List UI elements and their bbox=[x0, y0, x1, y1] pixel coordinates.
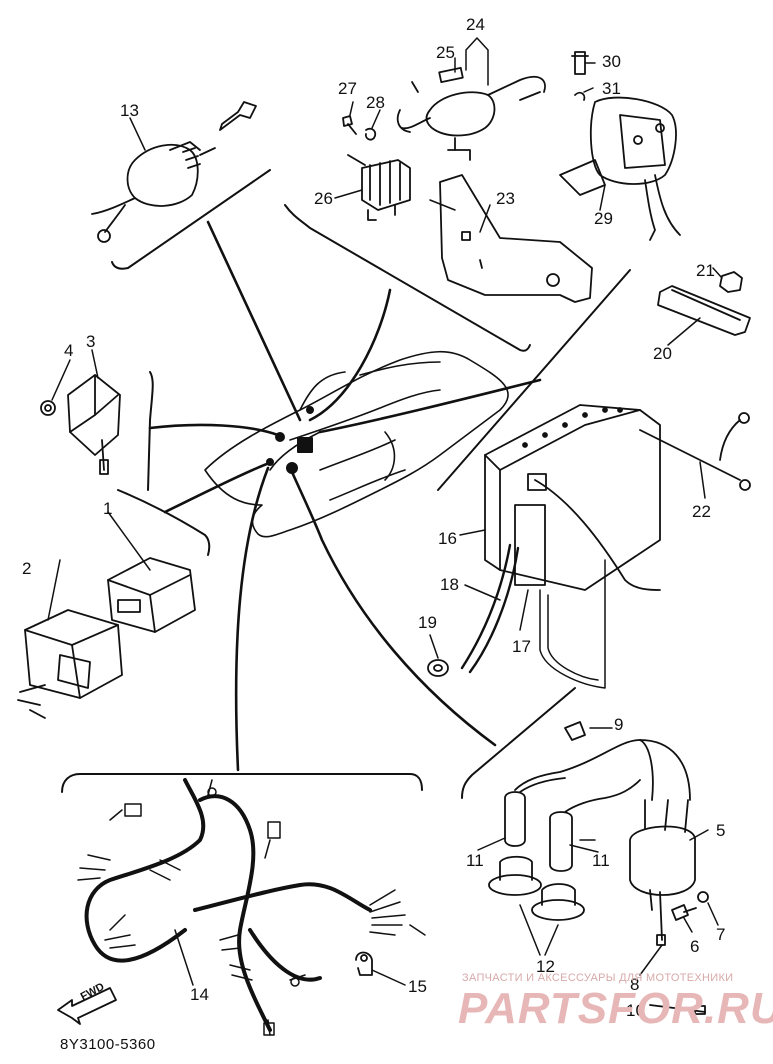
nut-21 bbox=[720, 272, 742, 292]
callout-28: 28 bbox=[366, 93, 385, 112]
callout-31: 31 bbox=[602, 79, 621, 98]
watermark-tagline: ЗАПЧАСТИ И АКСЕССУАРЫ ДЛЯ МОТОТЕХНИКИ bbox=[462, 972, 734, 984]
callout-20: 20 bbox=[653, 344, 672, 363]
forward-arrow-icon bbox=[58, 988, 116, 1024]
battery-holder bbox=[540, 560, 605, 688]
main-switch-13 bbox=[92, 102, 256, 242]
callout-3: 3 bbox=[86, 332, 96, 351]
callout-12: 12 bbox=[536, 957, 555, 976]
leader-24 bbox=[466, 38, 488, 85]
callout-22: 22 bbox=[692, 502, 711, 521]
clamp-15 bbox=[356, 953, 372, 976]
callout-29: 29 bbox=[594, 209, 613, 228]
callout-16: 16 bbox=[438, 529, 457, 548]
regulator-3 bbox=[68, 375, 120, 474]
nut-4 bbox=[41, 401, 55, 415]
battery-lead-22 bbox=[640, 413, 750, 490]
callout-19: 19 bbox=[418, 613, 437, 632]
callout-7: 7 bbox=[716, 925, 726, 944]
battery-strap-20 bbox=[658, 286, 750, 335]
callout-30: 30 bbox=[602, 52, 621, 71]
callout-13: 13 bbox=[120, 101, 139, 120]
callout-6: 6 bbox=[690, 937, 700, 956]
callout-17: 17 bbox=[512, 637, 531, 656]
callout-8: 8 bbox=[630, 975, 640, 994]
clip-28 bbox=[366, 129, 375, 140]
group-brackets bbox=[62, 170, 630, 798]
callout-11-left: 11 bbox=[466, 851, 484, 870]
callout-5: 5 bbox=[716, 821, 726, 840]
bolt-27 bbox=[343, 116, 356, 134]
plug-cap-11a bbox=[505, 740, 640, 846]
callout-1: 1 bbox=[103, 499, 113, 518]
callout-15: 15 bbox=[408, 977, 427, 996]
callout-24: 24 bbox=[466, 15, 485, 34]
callout-25: 25 bbox=[436, 43, 455, 62]
leader-12 bbox=[520, 905, 558, 955]
boot-12b bbox=[532, 884, 584, 920]
harness-connectors bbox=[78, 780, 425, 1035]
bolt-6 bbox=[672, 905, 696, 920]
callout-4: 4 bbox=[64, 341, 74, 360]
callout-21: 21 bbox=[696, 261, 715, 280]
leader-misc bbox=[48, 58, 722, 985]
callout-26: 26 bbox=[314, 189, 333, 208]
motorcycle-outline bbox=[205, 352, 508, 537]
callout-18: 18 bbox=[440, 575, 459, 594]
plug-cap-11b bbox=[550, 780, 640, 871]
watermark-logo: PARTSFOR.RU bbox=[458, 984, 773, 1033]
rectifier-26 bbox=[348, 155, 410, 220]
callout-14: 14 bbox=[190, 985, 209, 1004]
callout-11-right: 11 bbox=[592, 851, 610, 870]
clip-9 bbox=[565, 722, 585, 740]
washer-7 bbox=[698, 892, 708, 902]
callout-9: 9 bbox=[614, 715, 624, 734]
breather-hose-18 bbox=[462, 545, 518, 672]
callout-27: 27 bbox=[338, 79, 357, 98]
bracket-23 bbox=[440, 150, 592, 302]
callout-23: 23 bbox=[496, 189, 515, 208]
diagram-code: 8Y3100-5360 bbox=[60, 1036, 156, 1053]
battery-16 bbox=[485, 405, 660, 590]
relay-24 bbox=[398, 68, 545, 150]
wire-harness-14 bbox=[87, 780, 370, 1030]
grommet-19 bbox=[428, 660, 448, 676]
cover-2 bbox=[18, 610, 122, 718]
leader-lines bbox=[150, 222, 540, 770]
callout-10: 10 bbox=[626, 1001, 645, 1020]
boot-12a bbox=[489, 857, 541, 895]
callout-2: 2 bbox=[22, 559, 32, 578]
cover-1 bbox=[108, 558, 195, 632]
ignition-coil-5 bbox=[630, 740, 695, 945]
lead-10 bbox=[650, 1005, 705, 1014]
